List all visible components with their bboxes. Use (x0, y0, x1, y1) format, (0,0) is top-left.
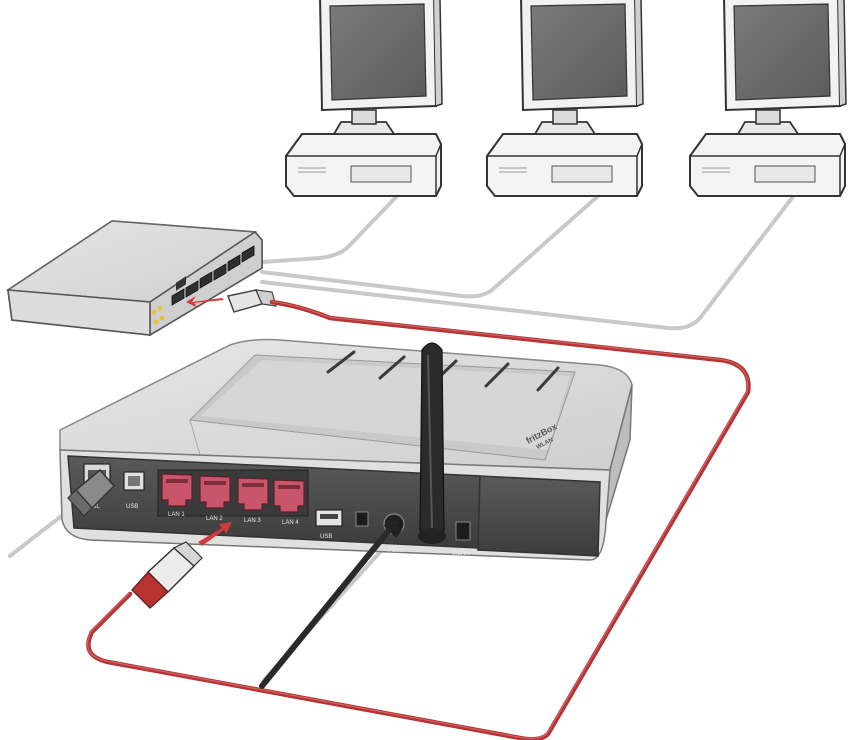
router-icon: DSL USB LAN 1 LAN 2 LAN 3 LAN 4 USB Po (59, 338, 633, 561)
switch-icon (5, 220, 263, 337)
port-label-lan2: LAN 2 (206, 516, 223, 522)
computer-icon (486, 0, 644, 197)
rj45-plug-icon (131, 541, 203, 609)
port-label-usb-b: USB (126, 504, 138, 510)
rj45-plug-icon (226, 289, 277, 313)
port-label-lan3: LAN 3 (244, 518, 261, 524)
port-label-usb-a: USB (320, 534, 332, 540)
port-label-power: Power (388, 548, 405, 554)
computer-icon (689, 0, 847, 197)
port-label-wlan: WLAN (452, 551, 469, 557)
port-label-lan4: LAN 4 (282, 520, 299, 526)
rj45-plug-icon (67, 468, 116, 517)
antenna-icon (418, 342, 446, 544)
arrow-icon (198, 522, 232, 546)
computer-icon (285, 0, 443, 197)
port-label-dsl: DSL (88, 504, 100, 510)
power-cable (259, 521, 397, 689)
arrow-icon (186, 296, 224, 308)
port-label-lan1: LAN 1 (168, 512, 185, 518)
lan-cable (86, 299, 751, 740)
